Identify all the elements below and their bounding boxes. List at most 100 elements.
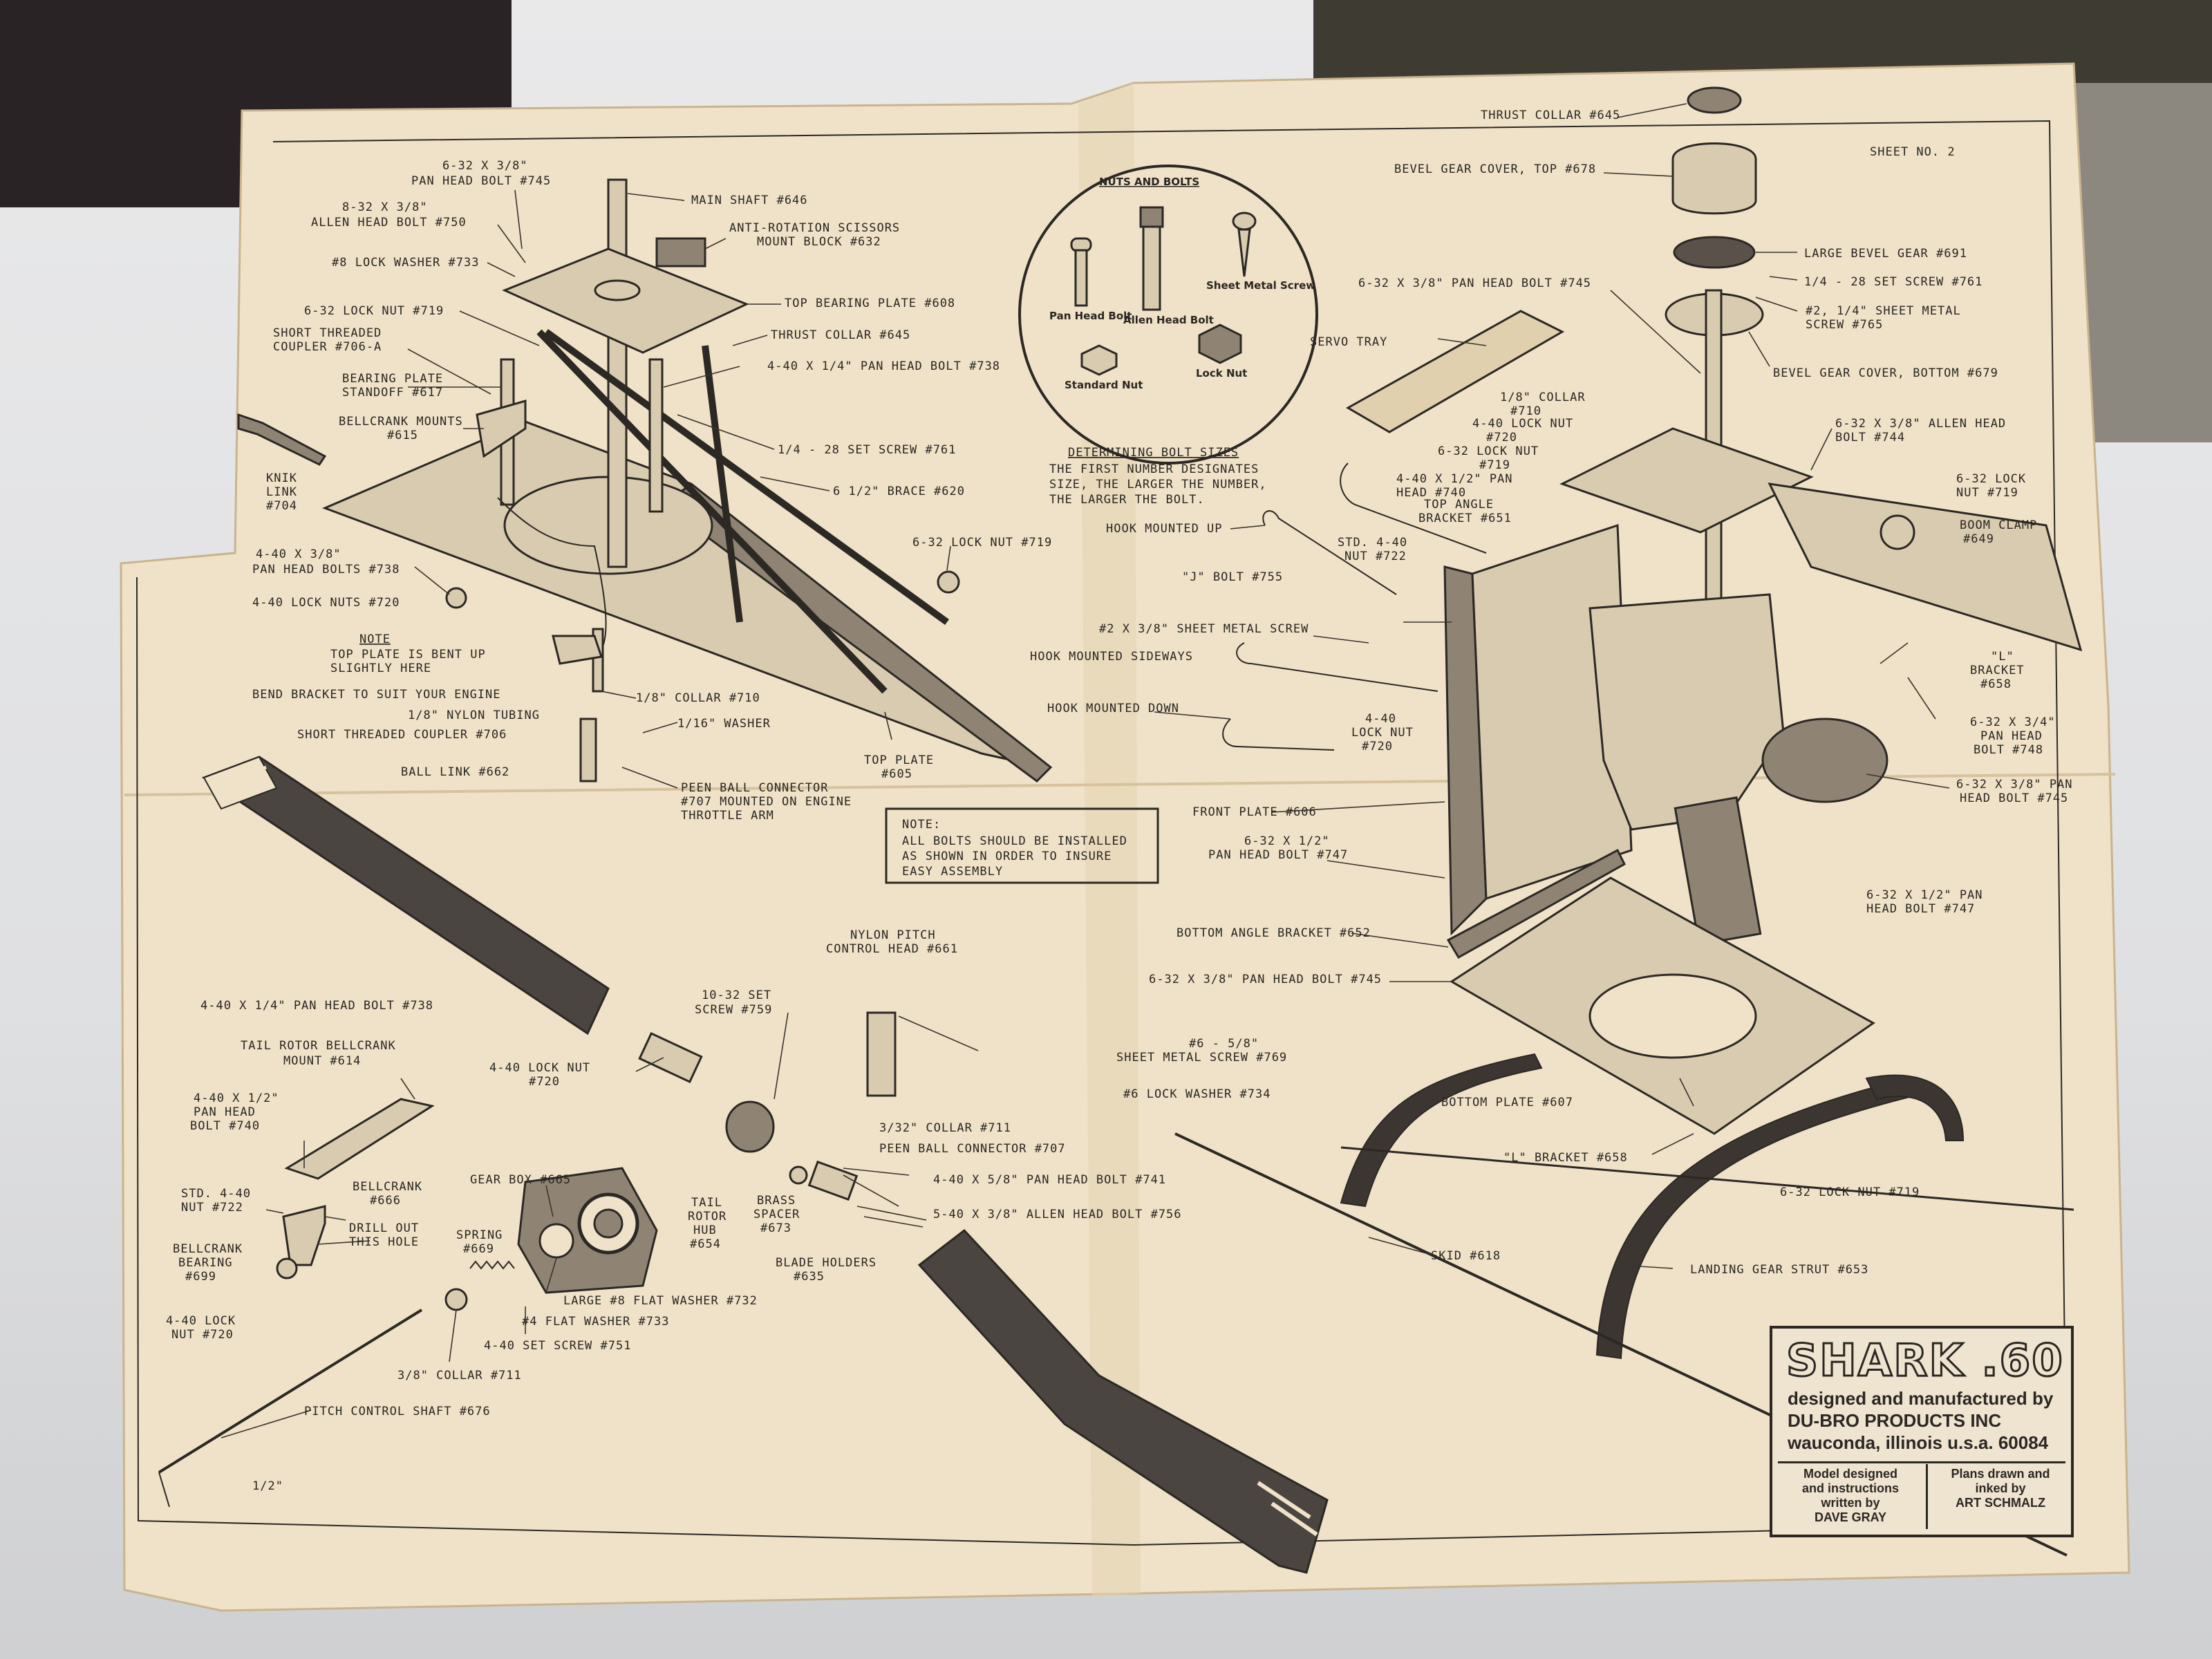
label-washer-116: 1/16" WASHER bbox=[677, 717, 771, 731]
label-standoff-a: BEARING PLATE bbox=[342, 372, 443, 386]
label-standard-nut-glyph: Standard Nut bbox=[1065, 379, 1143, 391]
shaft-coupler bbox=[638, 1031, 703, 1084]
label-l-bracket-c: #658 bbox=[1980, 677, 2012, 691]
product-name: SHARK .60 bbox=[1785, 1335, 2064, 1388]
credit-left-4: DAVE GRAY bbox=[1814, 1510, 1887, 1524]
label-sheet-metal-2: #2 X 3/8" SHEET METAL SCREW bbox=[1099, 622, 1309, 636]
boom-mount-plate bbox=[1768, 482, 2083, 652]
label-pan-740-r-a: 4-40 X 1/2" PAN bbox=[1396, 472, 1513, 486]
credit-left-2: and instructions bbox=[1801, 1481, 1899, 1495]
label-hook-side: HOOK MOUNTED SIDEWAYS bbox=[1030, 650, 1193, 664]
brace-620-c bbox=[702, 345, 743, 623]
lock-nut-719-left bbox=[937, 570, 960, 594]
label-sheet-metal-765-b: SCREW #765 bbox=[1806, 318, 1883, 332]
lock-nut-glyph bbox=[1198, 324, 1242, 364]
label-standoff-b: STANDOFF #617 bbox=[342, 386, 443, 400]
label-lock-720-s-b: LOCK NUT bbox=[1351, 726, 1414, 740]
label-sheet-769-b: SHEET METAL SCREW #769 bbox=[1116, 1051, 1287, 1065]
label-pan-748-b: PAN HEAD bbox=[1980, 729, 2043, 743]
title-company: DU-BRO PRODUCTS INC bbox=[1788, 1410, 2002, 1431]
label-l-bracket-658: "L" BRACKET #658 bbox=[1503, 1151, 1628, 1165]
label-pan-738-c: 4-40 X 1/4" PAN HEAD BOLT #738 bbox=[767, 359, 1000, 373]
label-anti-rot-a: ANTI-ROTATION SCISSORS bbox=[729, 221, 900, 235]
label-lock-720-s-a: 4-40 bbox=[1365, 712, 1396, 726]
label-tail-bellcrank-a: TAIL ROTOR BELLCRANK bbox=[241, 1039, 396, 1053]
label-servo-tray: SERVO TRAY bbox=[1310, 335, 1387, 349]
label-washer-733: #4 FLAT WASHER #733 bbox=[522, 1315, 669, 1329]
label-pan-745-s-a: 6-32 X 3/8" PAN bbox=[1956, 778, 2073, 791]
determining-3: THE LARGER THE BOLT. bbox=[1049, 493, 1205, 507]
main-blade-stripe-a bbox=[217, 765, 267, 787]
label-lock-719-d: 6-32 LOCK NUT #719 bbox=[1780, 1185, 1920, 1199]
label-pan-747-b: PAN HEAD BOLT #747 bbox=[1208, 848, 1348, 862]
label-allen-756: 5-40 X 3/8" ALLEN HEAD BOLT #756 bbox=[933, 1208, 1182, 1221]
bevel-gear-cover-top-678 bbox=[1671, 142, 1757, 215]
label-collar-711-b: 3/32" COLLAR #711 bbox=[879, 1121, 1011, 1135]
label-collar-711-a: 3/8" COLLAR #711 bbox=[397, 1369, 522, 1382]
label-lock-720-r-a: 4-40 LOCK NUT bbox=[1472, 417, 1573, 431]
label-collar-710-b: #710 bbox=[1510, 404, 1541, 418]
collar-711-left bbox=[444, 1288, 468, 1311]
label-coupler-706: SHORT THREADED COUPLER #706 bbox=[297, 728, 507, 742]
standoff-617-b bbox=[648, 358, 664, 513]
label-pan-740-b: PAN HEAD bbox=[194, 1105, 256, 1119]
label-knik-c: #704 bbox=[266, 499, 297, 513]
label-lock-720-s-c: #720 bbox=[1362, 740, 1393, 753]
label-anti-rot-b: MOUNT BLOCK #632 bbox=[757, 235, 881, 249]
standard-nut-glyph bbox=[1080, 344, 1118, 376]
label-ball-link: BALL LINK #662 bbox=[401, 765, 509, 779]
label-drill-a: DRILL OUT bbox=[349, 1221, 419, 1235]
label-bellcrank-666-b: #666 bbox=[370, 1194, 401, 1208]
label-bearing-699-b: BEARING bbox=[178, 1256, 233, 1270]
label-set-751: 4-40 SET SCREW #751 bbox=[484, 1339, 631, 1353]
label-j-bolt: "J" BOLT #755 bbox=[1182, 570, 1283, 584]
label-knik-b: LINK bbox=[266, 485, 297, 499]
label-note-1: TOP PLATE IS BENT UP bbox=[330, 648, 486, 662]
label-pan-745-s-b: HEAD BOLT #745 bbox=[1960, 791, 2068, 805]
top-bearing-plate-right bbox=[1559, 427, 1814, 534]
label-lock-719-c-b: NUT #719 bbox=[1956, 486, 2018, 500]
large-bevel-gear-691 bbox=[1673, 236, 1756, 269]
engine-cylinder bbox=[1761, 718, 1888, 803]
title-designed-by: designed and manufactured by bbox=[1788, 1388, 2054, 1409]
skid-618-b bbox=[1340, 1146, 2074, 1211]
label-bevel-bottom: BEVEL GEAR COVER, BOTTOM #679 bbox=[1773, 366, 1998, 380]
label-lock-720-r-b: #720 bbox=[1486, 431, 1517, 444]
label-lock-nuts-720: 4-40 LOCK NUTS #720 bbox=[252, 596, 400, 610]
label-std-nut-a: STD. 4-40 bbox=[181, 1187, 251, 1201]
nuts-bolts-title: NUTS AND BOLTS bbox=[1099, 176, 1199, 188]
main-blade-lower bbox=[917, 1228, 1329, 1574]
servo-tray bbox=[1345, 310, 1565, 433]
tail-rotor-hub-654 bbox=[725, 1100, 775, 1153]
title-divider bbox=[1778, 1461, 2065, 1463]
tail-bellcrank-mount-614 bbox=[284, 1098, 435, 1180]
credit-right-1: Plans drawn and bbox=[1951, 1467, 2050, 1481]
determining-1: THE FIRST NUMBER DESIGNATES bbox=[1049, 462, 1259, 476]
bellcrank-mount-615 bbox=[476, 400, 527, 458]
label-washer-732: LARGE #8 FLAT WASHER #732 bbox=[563, 1294, 758, 1308]
label-knik-a: KNIK bbox=[266, 471, 297, 485]
engine-fan bbox=[1674, 796, 1762, 946]
brass-spacer-673 bbox=[789, 1165, 808, 1185]
label-allen-750-b: ALLEN HEAD BOLT #750 bbox=[311, 216, 467, 229]
label-nylon-tubing: 1/8" NYLON TUBING bbox=[408, 709, 540, 722]
title-vertical-divider bbox=[1926, 1464, 1928, 1529]
label-gear-box: GEAR BOX #665 bbox=[470, 1173, 571, 1187]
label-allen-744-b: BOLT #744 bbox=[1835, 431, 1905, 444]
label-set-761: 1/4 - 28 SET SCREW #761 bbox=[1804, 275, 1983, 289]
background-shelf bbox=[2074, 83, 2212, 442]
determining-2: SIZE, THE LARGER THE NUMBER, bbox=[1049, 478, 1267, 491]
label-pan-748-c: BOLT #748 bbox=[1974, 743, 2043, 757]
thrust-collar-645-right bbox=[1687, 86, 1742, 114]
label-pan-740-c: BOLT #740 bbox=[190, 1119, 260, 1133]
throttle-tubing bbox=[497, 497, 607, 650]
label-lock-nut-glyph: Lock Nut bbox=[1196, 367, 1247, 379]
main-blade-lower-stripe-a bbox=[1257, 1481, 1311, 1519]
label-pan-740-a: 4-40 X 1/2" bbox=[194, 1091, 279, 1105]
label-hook-up: HOOK MOUNTED UP bbox=[1106, 522, 1223, 536]
label-l-bracket-a: "L" bbox=[1991, 650, 2014, 664]
blade-holder-635 bbox=[807, 1160, 859, 1201]
label-thrust-645: THRUST COLLAR #645 bbox=[771, 328, 910, 342]
label-pitch-shaft: PITCH CONTROL SHAFT #676 bbox=[304, 1405, 491, 1418]
label-bellcrank-mounts-b: #615 bbox=[387, 429, 418, 442]
